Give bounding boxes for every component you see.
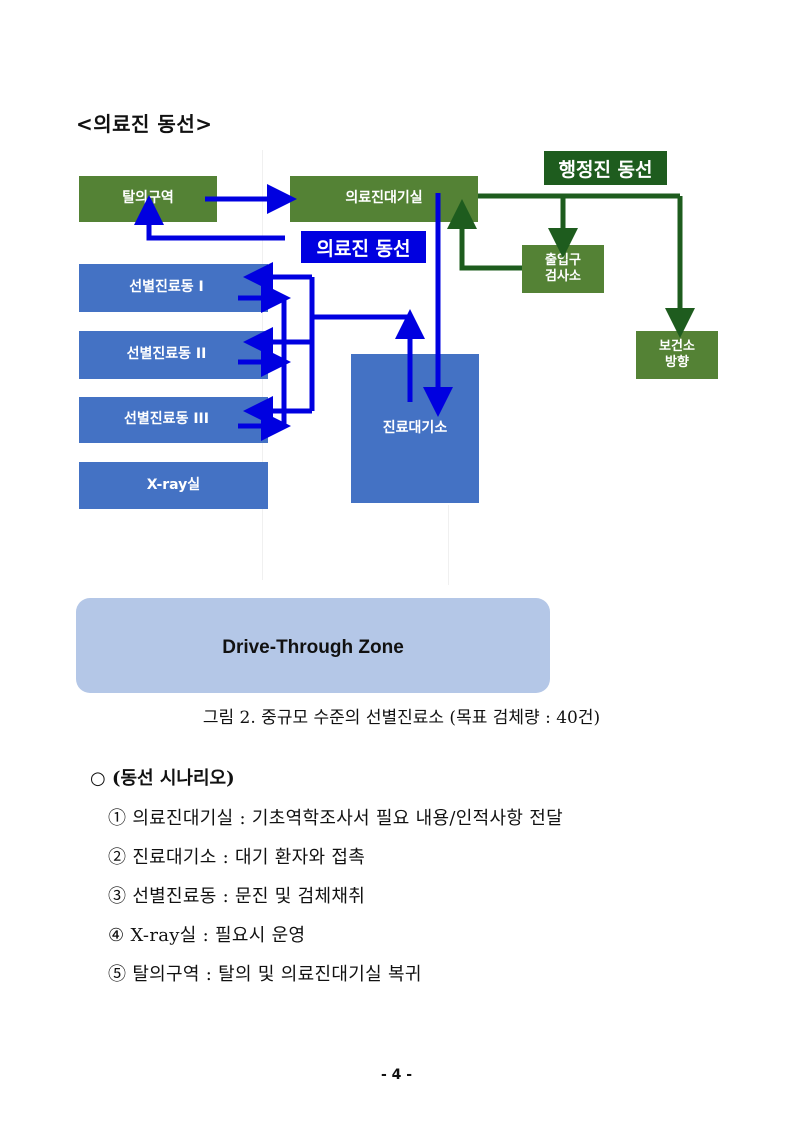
staff-waiting-room-box: 의료진대기실 xyxy=(290,176,478,222)
scenario-item: ⑤ 탈의구역 : 탈의 및 의료진대기실 복귀 xyxy=(108,964,422,985)
xray-room-box: X-ray실 xyxy=(79,462,268,509)
screening-building-2-box: 선별진료동 II xyxy=(79,331,268,379)
health-center-direction-box: 보건소 방향 xyxy=(636,331,718,379)
scenario-item: ③ 선별진료동 : 문진 및 검체채취 xyxy=(108,886,366,907)
page-number: - 4 - xyxy=(380,1067,413,1083)
drive-through-zone: Drive-Through Zone xyxy=(76,598,550,693)
medical-route-tag: 의료진 동선 xyxy=(301,231,426,263)
clinic-waiting-area-box: 진료대기소 xyxy=(351,354,479,503)
screening-building-1-box: 선별진료동 I xyxy=(79,264,268,312)
arrow-return-to-doffing xyxy=(134,195,285,241)
scenario-item: ④ X-ray실 : 필요시 운영 xyxy=(108,925,306,946)
scenario-item: ② 진료대기소 : 대기 환자와 접촉 xyxy=(108,847,366,868)
arrow-return-to-staff-room xyxy=(447,199,522,271)
screening-building-3-box: 선별진료동 III xyxy=(79,397,268,443)
page-heading: <의료진 동선> xyxy=(76,112,213,136)
admin-route-tag: 행정진 동선 xyxy=(544,151,667,185)
figure-caption: 그림 2. 중규모 수준의 선별진료소 (목표 검체량 : 40건) xyxy=(202,708,601,728)
route-arrows xyxy=(134,184,695,441)
scenario-item: ① 의료진대기실 : 기초역학조사서 필요 내용/인적사항 전달 xyxy=(108,808,563,829)
background-guide-line xyxy=(448,505,449,585)
scenario-title: ○ (동선 시나리오) xyxy=(90,768,235,789)
